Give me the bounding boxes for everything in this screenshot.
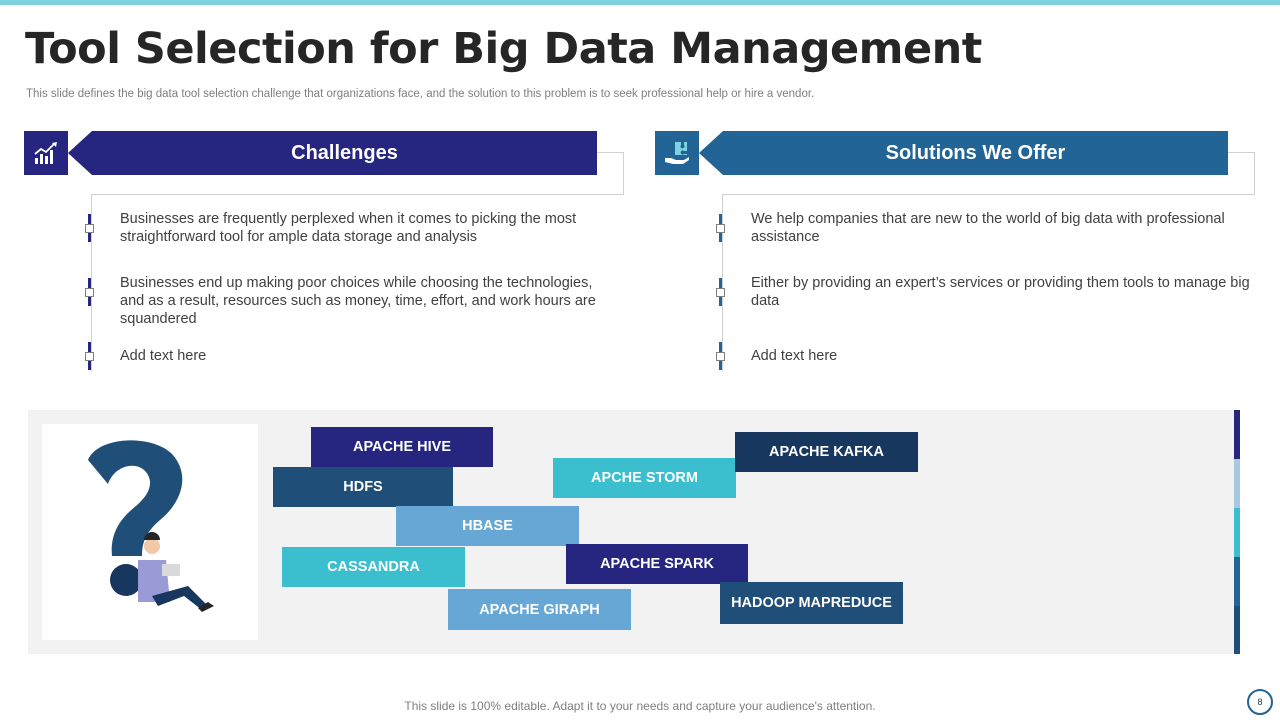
tool-tag-apache-giraph: APACHE GIRAPH bbox=[448, 589, 631, 630]
color-strip-segment bbox=[1234, 459, 1240, 508]
timeline-line bbox=[91, 195, 92, 371]
growth-chart-icon bbox=[24, 131, 68, 175]
tool-tag-hdfs: HDFS bbox=[273, 467, 453, 507]
hand-puzzle-icon bbox=[655, 131, 699, 175]
timeline-node bbox=[85, 224, 94, 233]
tool-tag-apache-hive: APACHE HIVE bbox=[311, 427, 493, 467]
solution-item-3: Add text here bbox=[751, 348, 838, 364]
challenge-item-3: Add text here bbox=[120, 348, 207, 364]
solutions-panel: Solutions We Offer We help companies tha… bbox=[655, 131, 1255, 376]
tool-tag-hbase: HBASE bbox=[396, 506, 579, 546]
tool-tag-apache-kafka: APACHE KAFKA bbox=[735, 432, 918, 472]
color-strip-segment bbox=[1234, 508, 1240, 557]
color-strip-segment bbox=[1234, 557, 1240, 606]
timeline-node bbox=[716, 224, 725, 233]
color-strip-segment bbox=[1234, 606, 1240, 654]
challenges-heading: Challenges bbox=[68, 131, 597, 175]
timeline-node bbox=[85, 288, 94, 297]
challenge-item-1: Businesses are frequently perplexed when… bbox=[120, 211, 577, 245]
page-number: 8 bbox=[1247, 689, 1273, 715]
timeline-node bbox=[85, 352, 94, 361]
tool-tag-apche-storm: APCHE STORM bbox=[553, 458, 736, 498]
tool-tag-hadoop-mapreduce: HADOOP MAPREDUCE bbox=[720, 582, 903, 624]
footer-note: This slide is 100% editable. Adapt it to… bbox=[404, 699, 876, 713]
color-strip-segment bbox=[1234, 410, 1240, 459]
solution-item-2: Either by providing an expert’s services… bbox=[751, 275, 1250, 309]
page-subtitle: This slide defines the big data tool sel… bbox=[26, 88, 815, 100]
solution-item-1: We help companies that are new to the wo… bbox=[751, 211, 1225, 245]
question-mark-person-icon bbox=[88, 440, 214, 612]
timeline-node bbox=[716, 352, 725, 361]
top-accent-bar bbox=[0, 0, 1280, 5]
challenges-panel: Challenges Businesses are frequently per… bbox=[24, 131, 624, 376]
tool-tag-apache-spark: APACHE SPARK bbox=[566, 544, 748, 584]
challenge-item-2: Businesses end up making poor choices wh… bbox=[120, 275, 596, 327]
page-title: Tool Selection for Big Data Management bbox=[25, 24, 982, 74]
tool-tag-cassandra: CASSANDRA bbox=[282, 547, 465, 587]
timeline-node bbox=[716, 288, 725, 297]
solutions-heading: Solutions We Offer bbox=[699, 131, 1228, 175]
timeline-line bbox=[722, 195, 723, 371]
illustration-card bbox=[42, 424, 258, 640]
